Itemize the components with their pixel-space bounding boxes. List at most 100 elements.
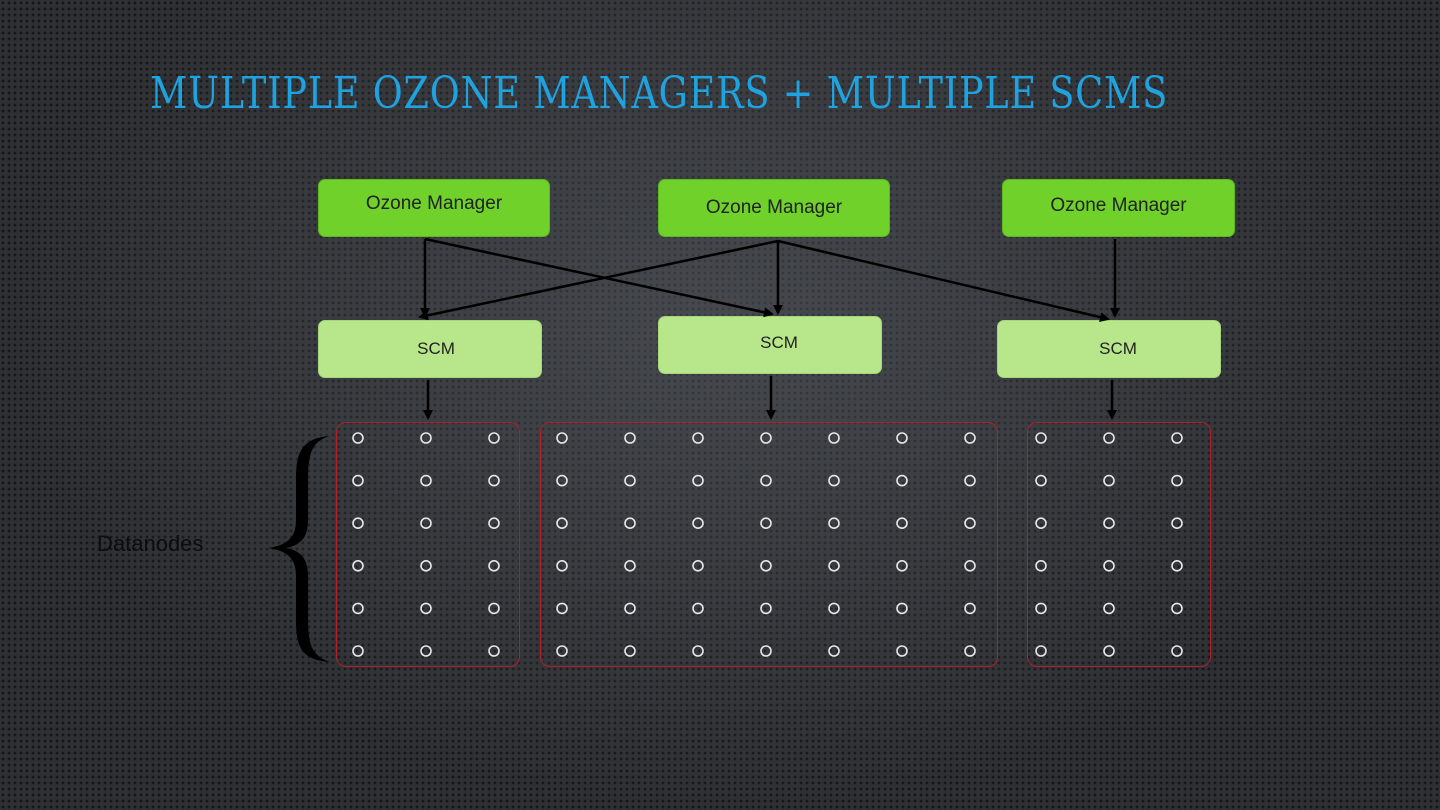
datanode-circle <box>964 645 976 657</box>
datanode-circle <box>692 645 704 657</box>
datanode-circle <box>1171 432 1183 444</box>
datanode-circle <box>828 432 840 444</box>
datanode-circle <box>624 602 636 615</box>
datanode-circle <box>556 559 568 572</box>
datanode-circle <box>624 474 636 487</box>
datanode-circle <box>624 432 636 444</box>
ozone-manager-label: Ozone Manager <box>1050 195 1187 216</box>
datanode-circle <box>760 432 772 444</box>
datanode-cluster-2 <box>540 422 998 667</box>
arrow-om1-scm2 <box>424 237 774 318</box>
datanode-circle <box>1035 474 1047 487</box>
datanode-circle <box>624 645 636 657</box>
datanode-circle <box>896 602 908 615</box>
datanode-circle <box>828 517 840 530</box>
datanode-circle <box>964 559 976 572</box>
datanode-circle <box>760 474 772 487</box>
datanode-circle <box>488 474 500 487</box>
ozone-manager-label: Ozone Manager <box>365 193 503 214</box>
datanode-circle <box>1171 517 1183 530</box>
datanode-circle <box>1103 645 1115 657</box>
datanode-circle <box>964 474 976 487</box>
datanode-circle <box>420 474 432 487</box>
datanode-circle <box>760 645 772 657</box>
datanode-circle <box>692 517 704 530</box>
datanode-circle <box>556 432 568 444</box>
datanode-circle <box>488 517 500 530</box>
datanode-circle <box>760 559 772 572</box>
datanode-circle <box>420 432 432 444</box>
datanode-circle <box>488 559 500 572</box>
datanode-circle <box>828 474 840 487</box>
scm-label: SCM <box>417 339 455 358</box>
datanode-circle <box>1171 602 1183 615</box>
datanode-circle <box>760 517 772 530</box>
datanode-circle <box>556 645 568 657</box>
datanode-circle <box>964 517 976 530</box>
datanode-circle <box>420 645 432 657</box>
datanode-circle <box>488 602 500 615</box>
datanode-circle <box>896 645 908 657</box>
datanode-circle <box>624 559 636 572</box>
scm-label: SCM <box>1099 339 1137 358</box>
datanode-circle <box>896 474 908 487</box>
datanode-circle <box>1171 645 1183 657</box>
datanode-circle <box>352 432 364 444</box>
arrow-om2-scm1 <box>418 239 779 321</box>
datanode-circle <box>828 645 840 657</box>
datanode-circle <box>1035 432 1047 444</box>
ozone-manager-box-2: Ozone Manager <box>658 179 890 237</box>
datanode-circle <box>896 559 908 572</box>
datanode-circle <box>556 517 568 530</box>
datanode-circle <box>692 559 704 572</box>
datanode-circle <box>1103 559 1115 572</box>
datanode-circle <box>760 602 772 615</box>
datanode-circle <box>488 645 500 657</box>
datanode-cluster-3 <box>1027 422 1211 667</box>
datanode-circle <box>1035 645 1047 657</box>
datanode-circle <box>828 559 840 572</box>
datanode-circle <box>1103 517 1115 530</box>
ozone-manager-label: Ozone Manager <box>705 197 843 218</box>
scm-label: SCM <box>760 333 798 352</box>
datanode-circle <box>556 474 568 487</box>
datanode-circle <box>556 602 568 615</box>
datanode-circle <box>1103 474 1115 487</box>
datanode-grid <box>352 432 1183 657</box>
ozone-manager-box-3: Ozone Manager <box>1002 179 1235 237</box>
datanode-circle <box>828 602 840 615</box>
scm-box-3: SCM <box>997 320 1221 378</box>
ozone-manager-box-1: Ozone Manager <box>318 179 550 237</box>
datanode-circle <box>420 517 432 530</box>
datanode-circle <box>1035 559 1047 572</box>
arrow-om2-scm3 <box>777 239 1110 323</box>
datanode-circle <box>488 432 500 444</box>
datanode-circle <box>420 559 432 572</box>
datanode-circle <box>964 602 976 615</box>
datanode-circle <box>1171 559 1183 572</box>
datanode-circle <box>624 517 636 530</box>
datanode-circle <box>896 432 908 444</box>
datanode-circle <box>964 432 976 444</box>
datanode-circle <box>692 432 704 444</box>
datanode-circle <box>420 602 432 615</box>
datanode-circle <box>352 517 364 530</box>
datanode-circle <box>1035 602 1047 615</box>
datanode-circle <box>352 559 364 572</box>
datanodes-label: Datanodes <box>97 531 204 556</box>
datanode-circle <box>352 602 364 615</box>
datanode-circle <box>896 517 908 530</box>
datanode-circle <box>1035 517 1047 530</box>
slide-title: MULTIPLE OZONE MANAGERS + MULTIPLE SCMS <box>150 68 1169 119</box>
datanode-circle <box>1103 432 1115 444</box>
datanode-cluster-1 <box>336 422 520 667</box>
datanode-circle <box>1103 602 1115 615</box>
datanode-circle <box>352 645 364 657</box>
datanode-circle <box>692 474 704 487</box>
datanode-circle <box>692 602 704 615</box>
scm-box-1: SCM <box>318 320 542 378</box>
datanode-circle <box>352 474 364 487</box>
datanodes-brace <box>268 436 330 662</box>
